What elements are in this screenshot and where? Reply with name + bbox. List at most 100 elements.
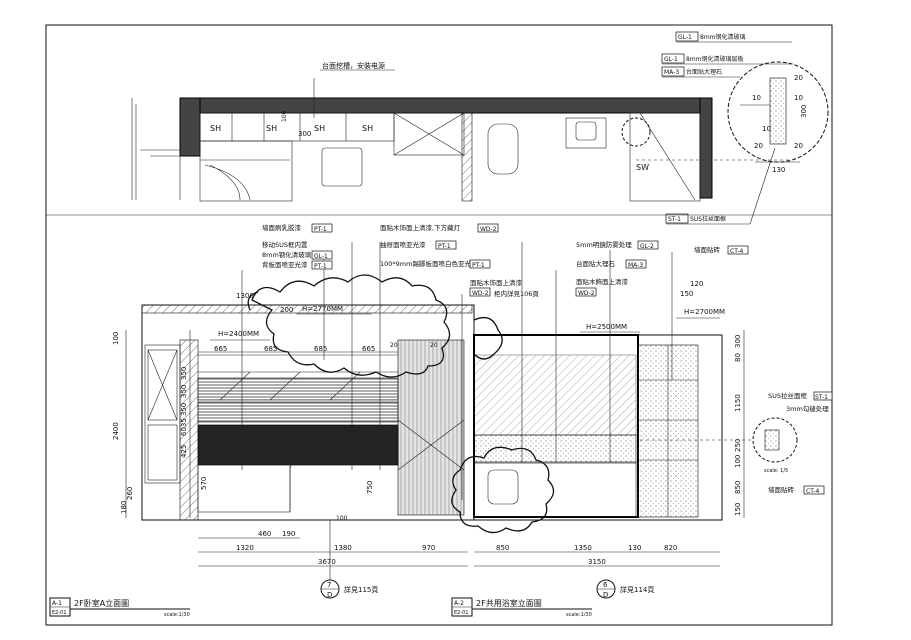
plan-wall-left <box>179 97 201 157</box>
detail-dim-10c: 10 <box>762 125 771 133</box>
plan-wall-right <box>699 97 713 199</box>
svg-text:MA-3: MA-3 <box>628 262 643 269</box>
dim-a-left-100: 100 <box>112 332 120 345</box>
svg-text:A-2: A-2 <box>454 600 464 607</box>
svg-text:墙面贴砖: 墙面贴砖 <box>768 485 795 494</box>
svg-text:墙面刷乳胶漆: 墙面刷乳胶漆 <box>262 223 302 232</box>
svg-text:8mm钢化清玻璃: 8mm钢化清玻璃 <box>262 250 312 259</box>
svg-text:100: 100 <box>336 515 348 522</box>
dim-b-total-3150: 3150 <box>588 558 606 566</box>
svg-text:ST-1: ST-1 <box>668 216 681 223</box>
dim-b-120: 120 <box>690 280 703 288</box>
detail-dim-130: 130 <box>772 166 785 174</box>
dim-a-left-425: 425 <box>180 445 188 458</box>
plan-wall-top <box>179 97 713 114</box>
dim-a-970: 970 <box>422 544 435 552</box>
detail-dim-10b: 10 <box>794 94 803 102</box>
h-label-2400: H=2400MM <box>218 330 259 338</box>
dim-a-left-2400: 2400 <box>112 422 120 440</box>
plan-dim-300: 300 <box>298 130 311 138</box>
notes-a-right: 面贴木饰面上清漆,下方藏灯 WD-2 抽屉面喷亚光漆 PT-1 100*9mm踢… <box>380 223 539 298</box>
dim-a-1380: 1380 <box>334 544 352 552</box>
dim-a-20a: 20 <box>390 342 398 349</box>
top-plan-view: SH SH SH SH 300 100 台面挖槽，安裝电源 SW 10 10 2… <box>131 31 829 225</box>
dim-a-685b: 685 <box>314 345 327 353</box>
svg-text:PT-1: PT-1 <box>314 226 327 233</box>
dim-a-left-350a: 350 <box>180 367 188 380</box>
svg-text:100*9mm踢脚板面喷白色亚光漆: 100*9mm踢脚板面喷白色亚光漆 <box>380 259 478 268</box>
svg-text:墙面贴砖: 墙面贴砖 <box>694 245 721 254</box>
svg-text:A-1: A-1 <box>52 600 62 607</box>
svg-text:8mm钢化清玻璃层板: 8mm钢化清玻璃层板 <box>686 55 744 63</box>
dim-a-665a: 665 <box>214 345 227 353</box>
title-block-b: A-2 E2-01 2F共用浴室立面圖 scale:1/30 <box>451 597 592 618</box>
dim-a-190: 190 <box>282 530 295 538</box>
dim-b-right-1150: 1150 <box>734 394 742 412</box>
svg-text:GL-1: GL-1 <box>664 56 678 63</box>
svg-text:6: 6 <box>603 581 608 589</box>
svg-text:scale:1/30: scale:1/30 <box>566 612 592 618</box>
title-block-a: A-1 E2-01 2F卧室A立面圖 scale:1/30 <box>49 597 190 618</box>
dim-a-20b: 20 <box>430 342 438 349</box>
drawing-title-b: 2F共用浴室立面圖 <box>476 598 542 608</box>
svg-text:GL-2: GL-2 <box>640 243 654 250</box>
sheet-border <box>45 24 833 626</box>
dim-a-200: 200 <box>280 306 293 314</box>
elevation-b-bathroom: scale: 1/5 5mm明鏡防雾处理 GL-2 台面貼大理石 MA-3 面貼… <box>451 240 833 618</box>
svg-text:背板面喷亚光漆: 背板面喷亚光漆 <box>262 260 308 269</box>
countertop-note: 台面挖槽，安裝电源 <box>322 61 385 70</box>
svg-text:3mm勾缝处理: 3mm勾缝处理 <box>786 404 829 413</box>
svg-text:WD-2: WD-2 <box>578 290 595 297</box>
svg-text:WD-2: WD-2 <box>480 226 497 233</box>
svg-text:面贴木饰面上清漆: 面贴木饰面上清漆 <box>470 278 523 287</box>
callout-st1-frame: ST-1 SUS拉丝面框 <box>665 147 776 225</box>
h-label-2770: H=2770MM <box>302 305 343 313</box>
svg-text:D: D <box>603 591 608 599</box>
dim-b-right-850: 850 <box>734 481 742 494</box>
svg-text:SUS拉丝面框: SUS拉丝面框 <box>690 215 726 223</box>
detail-dim-20b: 20 <box>794 142 803 150</box>
dim-b-130: 130 <box>628 544 641 552</box>
svg-text:8mm钢化清玻璃: 8mm钢化清玻璃 <box>700 33 746 41</box>
dim-b-820: 820 <box>664 544 677 552</box>
dim-a-left-6035: 6035 <box>180 418 188 436</box>
shower-sw-label: SW <box>636 163 649 172</box>
ref-text-b: 詳見114頁 <box>620 585 654 594</box>
dim-a-460: 460 <box>258 530 271 538</box>
svg-text:E2-01: E2-01 <box>52 610 67 616</box>
svg-text:MA-3: MA-3 <box>664 69 679 76</box>
svg-text:D: D <box>327 591 332 599</box>
detail-dim-20a: 20 <box>794 74 803 82</box>
drawing-title-a: 2F卧室A立面圖 <box>74 598 129 608</box>
dim-b-right-80: 80 <box>734 353 742 362</box>
svg-text:PT-1: PT-1 <box>472 262 485 269</box>
notes-b-center: 5mm明鏡防雾处理 GL-2 台面貼大理石 MA-3 面貼木飾面上清漆 WD-2 <box>575 240 659 297</box>
sh-label-1: SH <box>210 124 221 133</box>
revision-cloud-top <box>251 274 451 378</box>
dim-b-right-100: 100 <box>734 455 742 468</box>
dim-a-left-180: 180 <box>120 501 128 514</box>
svg-text:E2-01: E2-01 <box>454 610 469 616</box>
h-label-2500: H=2500MM <box>586 323 627 331</box>
detail-scale-b: scale: 1/5 <box>764 468 788 474</box>
notes-a-left: 墙面刷乳胶漆 PT-1 移动SUS框内置 8mm钢化清玻璃 GL-1 背板面喷亚… <box>262 223 333 270</box>
elevation-a-bedroom: 墙面刷乳胶漆 PT-1 移动SUS框内置 8mm钢化清玻璃 GL-1 背板面喷亚… <box>49 223 539 618</box>
svg-text:ST-1: ST-1 <box>815 394 828 401</box>
detail-dim-300: 300 <box>800 105 808 118</box>
callout-gl1-glass: GL-1 8mm钢化清玻璃 <box>675 31 792 43</box>
h-label-2700: H=2700MM <box>684 308 725 316</box>
svg-text:PT-1: PT-1 <box>438 243 451 250</box>
svg-text:WD-2: WD-2 <box>472 290 489 297</box>
dim-a-1300: 1300 <box>236 292 254 300</box>
dim-a-total-3670: 3670 <box>318 558 336 566</box>
dim-a-685a: 685 <box>264 345 277 353</box>
sh-label-2: SH <box>266 124 277 133</box>
dim-a-left-350b: 350 <box>180 385 188 398</box>
callout-gl1-shelf: GL-1 8mm钢化清玻璃层板 <box>661 53 792 65</box>
svg-text:5mm明鏡防雾处理: 5mm明鏡防雾处理 <box>576 240 632 249</box>
revision-cloud-toilet <box>451 446 555 534</box>
svg-text:GL-1: GL-1 <box>314 253 328 260</box>
dim-b-850: 850 <box>496 544 509 552</box>
svg-text:7: 7 <box>327 581 331 589</box>
svg-text:CT-4: CT-4 <box>730 248 743 255</box>
